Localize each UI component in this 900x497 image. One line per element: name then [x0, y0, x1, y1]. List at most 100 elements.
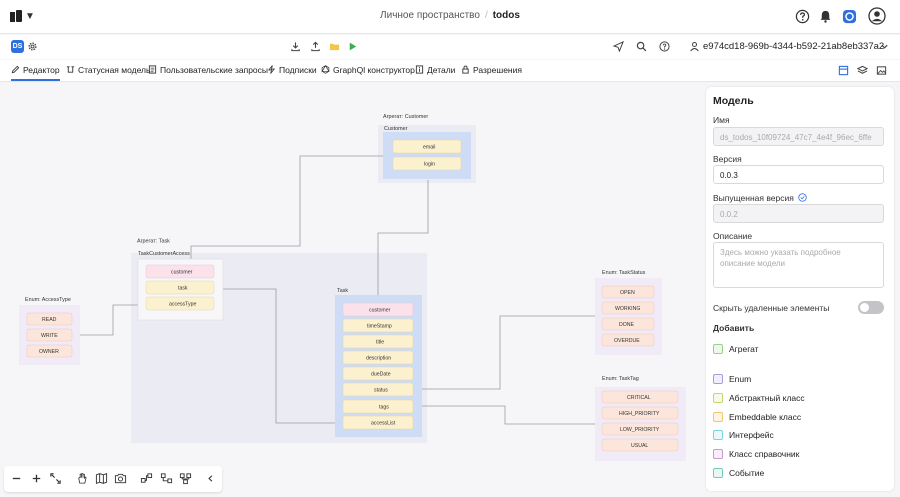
add-aggregate-item[interactable]: Агрегат — [713, 344, 759, 354]
breadcrumb: Личное пространство/todos — [0, 10, 900, 21]
minimap-icon[interactable] — [95, 472, 108, 485]
tab-custom-queries-label: Пользовательские запросы — [160, 65, 269, 75]
tab-editor-label: Редактор — [23, 65, 60, 75]
diagram-canvas[interactable]: Агрегат: Customer Агрегат: Task Enum: Ac… — [0, 83, 705, 497]
enum-tasktag-title: Enum: TaskTag — [602, 376, 639, 382]
top-bar: ▼ Личное пространство/todos — [0, 0, 900, 34]
screenshot-camera-icon[interactable] — [114, 472, 127, 485]
collapse-chevron-left-icon[interactable] — [204, 472, 217, 485]
task-field-title[interactable]: title — [342, 334, 414, 349]
add-enum-item[interactable]: Enum — [713, 374, 751, 384]
enum-accesstype-value-owner[interactable]: OWNER — [26, 344, 73, 358]
settings-gear-icon[interactable] — [27, 41, 38, 52]
hide-deleted-toggle[interactable] — [858, 301, 884, 314]
tab-status-model[interactable]: Статусная модель — [66, 65, 150, 75]
zoom-in-icon[interactable] — [30, 472, 43, 485]
folder-icon[interactable] — [329, 41, 340, 52]
task-field-tags[interactable]: tags — [342, 399, 414, 414]
enum-accesstype-value-write[interactable]: WRITE — [26, 328, 73, 342]
search-icon[interactable] — [636, 41, 647, 52]
branch-id-selector[interactable]: e974cd18-969b-4344-b592-21ab8eb337a2 — [703, 41, 885, 52]
enum-tasktag-value-low-priority-label: LOW_PRIORITY — [620, 427, 660, 433]
access-field-accesstype[interactable]: accessType — [145, 296, 215, 311]
enum-accesstype-value-read-label: READ — [42, 317, 57, 323]
add-event-item[interactable]: Событие — [713, 468, 764, 478]
upload-icon[interactable] — [310, 41, 321, 52]
access-field-customer[interactable]: customer — [145, 264, 215, 279]
task-field-accesslist[interactable]: accessList — [342, 415, 414, 430]
customer-field-login[interactable]: login — [392, 156, 462, 171]
task-field-duedate[interactable]: dueDate — [342, 366, 414, 381]
tab-graphql-builder[interactable]: GraphQl конструктор — [321, 65, 415, 75]
task-field-description-label: description — [366, 356, 391, 362]
enum-tasktag-value-critical[interactable]: CRITICAL — [601, 390, 679, 404]
run-play-icon[interactable] — [347, 41, 358, 52]
access-field-task[interactable]: task — [145, 280, 215, 295]
panel-layout-icon[interactable] — [838, 65, 849, 76]
app-badge[interactable]: DS — [11, 40, 24, 53]
image-export-icon[interactable] — [876, 65, 887, 76]
customer-field-email[interactable]: email — [392, 139, 462, 154]
app-status-icon[interactable] — [842, 9, 857, 24]
interface-color-swatch-icon — [713, 430, 723, 440]
task-field-description[interactable]: description — [342, 350, 414, 365]
tab-subscriptions[interactable]: Подписки — [267, 65, 317, 75]
breadcrumb-workspace[interactable]: Личное пространство — [380, 10, 480, 21]
tab-details[interactable]: Детали — [415, 65, 455, 75]
add-abstract-class-item[interactable]: Абстрактный класс — [713, 393, 805, 403]
task-field-timestamp[interactable]: timeStamp — [342, 318, 414, 333]
enum-accesstype-value-read[interactable]: READ — [26, 312, 73, 326]
layout-tree-icon[interactable] — [179, 472, 192, 485]
released-version-field[interactable]: 0.0.2 — [713, 204, 884, 223]
enum-taskstatus-value-done[interactable]: DONE — [601, 317, 655, 331]
enum-tasktag-value-usual[interactable]: USUAL — [601, 438, 679, 452]
version-field[interactable]: 0.0.3 — [713, 165, 884, 184]
model-toolbar: DS e974cd18-969b-4344-b592-21ab8eb337a2 — [0, 35, 900, 59]
add-aggregate-label: Агрегат — [729, 344, 759, 354]
zoom-out-icon[interactable] — [10, 472, 23, 485]
enum-taskstatus-value-overdue[interactable]: OVERDUE — [601, 333, 655, 347]
toggle-knob — [860, 303, 869, 312]
help-icon[interactable] — [795, 9, 810, 24]
layers-icon[interactable] — [857, 65, 868, 76]
canvas-controls — [4, 466, 222, 492]
branch-chevron-down-icon[interactable] — [880, 42, 889, 51]
released-version-info-icon[interactable] — [798, 193, 807, 202]
status-model-icon — [66, 66, 75, 73]
enum-color-swatch-icon — [713, 374, 723, 384]
entity-task[interactable] — [335, 295, 422, 437]
add-interface-item[interactable]: Интерфейс — [713, 430, 774, 440]
user-avatar-icon[interactable] — [868, 7, 886, 25]
breadcrumb-project[interactable]: todos — [492, 10, 520, 21]
model-diagram[interactable]: Агрегат: Customer Агрегат: Task Enum: Ac… — [0, 83, 705, 497]
description-textarea[interactable]: Здесь можно указать подробное описание м… — [713, 242, 884, 288]
app-logo-icon[interactable] — [10, 10, 22, 23]
entity-customer[interactable] — [383, 132, 471, 179]
task-field-customer[interactable]: customer — [342, 302, 414, 317]
pan-hand-icon[interactable] — [76, 472, 89, 485]
custom-queries-icon — [148, 65, 157, 74]
entity-task-label: Task — [337, 288, 348, 294]
help-circle-icon[interactable] — [659, 41, 670, 52]
send-publish-icon[interactable] — [613, 41, 624, 52]
tab-custom-queries[interactable]: Пользовательские запросы — [148, 65, 268, 75]
enum-taskstatus-value-working[interactable]: WORKING — [601, 301, 655, 315]
fit-view-icon[interactable] — [49, 472, 62, 485]
released-version-label-text: Выпущенная версия — [713, 193, 794, 203]
enum-taskstatus-value-open[interactable]: OPEN — [601, 285, 655, 299]
layout-vertical-icon[interactable] — [160, 472, 173, 485]
tab-editor[interactable]: Редактор — [11, 65, 60, 81]
access-field-accesstype-label: accessType — [169, 302, 197, 308]
download-icon[interactable] — [290, 41, 301, 52]
tab-permissions[interactable]: Разрешения — [461, 65, 522, 75]
task-field-status[interactable]: status — [342, 382, 414, 397]
name-field[interactable]: ds_todos_10f09724_47c7_4e4f_96ec_6ffe — [713, 127, 884, 146]
enum-tasktag-value-low-priority[interactable]: LOW_PRIORITY — [601, 422, 679, 436]
add-reference-class-item[interactable]: Класс справочник — [713, 449, 799, 459]
notifications-bell-icon[interactable] — [818, 9, 833, 24]
add-embeddable-class-item[interactable]: Embeddable класс — [713, 412, 801, 422]
enum-tasktag-value-high-priority-label: HIGH_PRIORITY — [619, 411, 660, 417]
layout-horizontal-icon[interactable] — [140, 472, 153, 485]
enum-tasktag-value-high-priority[interactable]: HIGH_PRIORITY — [601, 406, 679, 420]
workspace-menu-chevron-icon[interactable]: ▼ — [25, 11, 35, 22]
